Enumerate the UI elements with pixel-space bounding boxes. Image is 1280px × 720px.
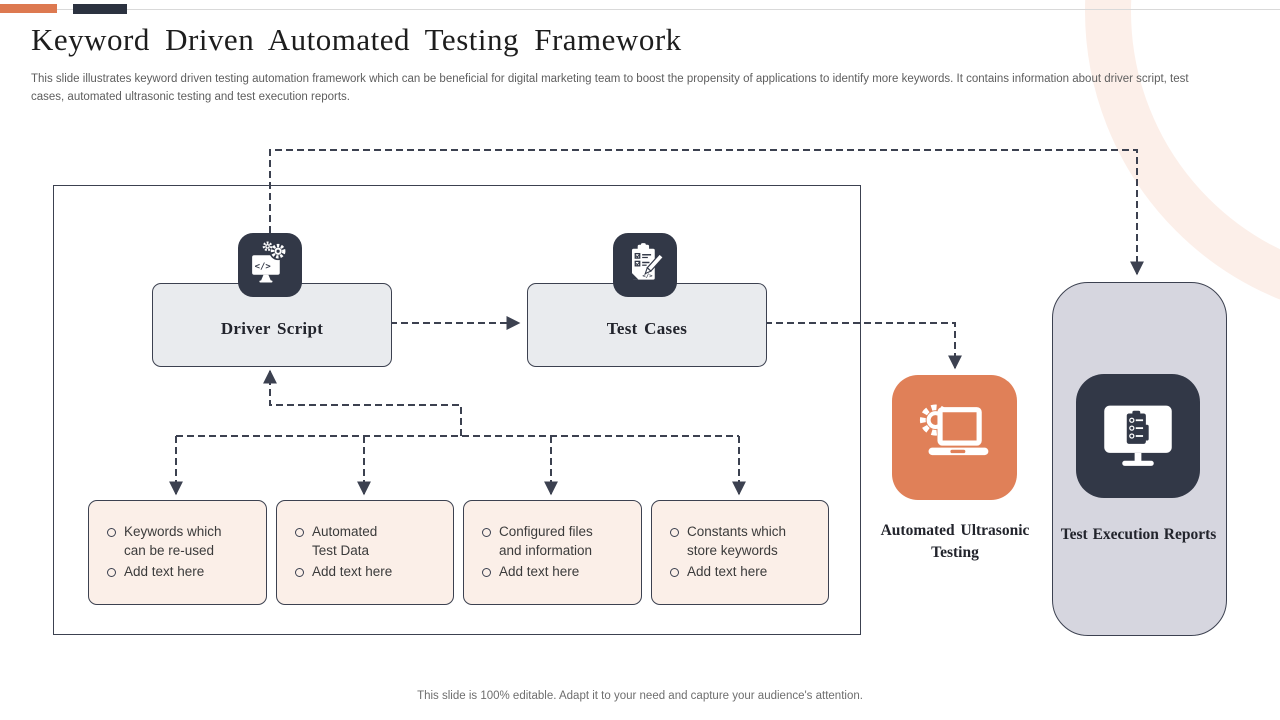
list-item: Add text here — [295, 563, 392, 582]
clipboard-checklist-pencil-icon: </> — [613, 233, 677, 297]
decorative-ring — [1085, 0, 1280, 322]
test-cases-label: Test Cases — [606, 319, 688, 338]
list-item: Configured files and information — [482, 523, 593, 561]
svg-text:</>: </> — [642, 274, 653, 280]
monitor-clipboard-icon — [1076, 374, 1200, 498]
list-item: Constants which store keywords — [670, 523, 786, 561]
slide-subtitle: This slide illustrates keyword driven te… — [31, 73, 1189, 103]
test-execution-reports-label: Test Execution Reports — [1060, 526, 1217, 543]
node-automated-ultrasonic-testing — [892, 375, 1017, 500]
detail-box-keywords: Keywords which can be re-used Add text h… — [88, 500, 267, 605]
detail-box-test-data: Automated Test Data Add text here — [276, 500, 454, 605]
top-divider-line — [0, 9, 1280, 10]
driver-script-label: Driver Script — [220, 319, 324, 338]
accent-bar-orange — [0, 4, 57, 13]
list-item: Automated Test Data — [295, 523, 392, 561]
list-item: Add text here — [670, 563, 786, 582]
laptop-gear-icon — [909, 389, 1001, 486]
node-test-cases: Test Cases — [527, 283, 767, 367]
monitor-code-gears-icon: </> — [238, 233, 302, 297]
slide-title: Keyword Driven Automated Testing Framewo… — [31, 22, 682, 57]
detail-box-configured-files: Configured files and information Add tex… — [463, 500, 642, 605]
list-item: Keywords which can be re-used — [107, 523, 222, 561]
list-item: Add text here — [107, 563, 222, 582]
footer-note: This slide is 100% editable. Adapt it to… — [417, 690, 863, 702]
detail-box-constants: Constants which store keywords Add text … — [651, 500, 829, 605]
list-item: Add text here — [482, 563, 593, 582]
node-driver-script: Driver Script — [152, 283, 392, 367]
accent-bar-navy — [73, 4, 127, 14]
svg-text:</>: </> — [255, 262, 271, 272]
automated-ultrasonic-testing-label: Automated Ultrasonic Testing — [880, 522, 1030, 562]
